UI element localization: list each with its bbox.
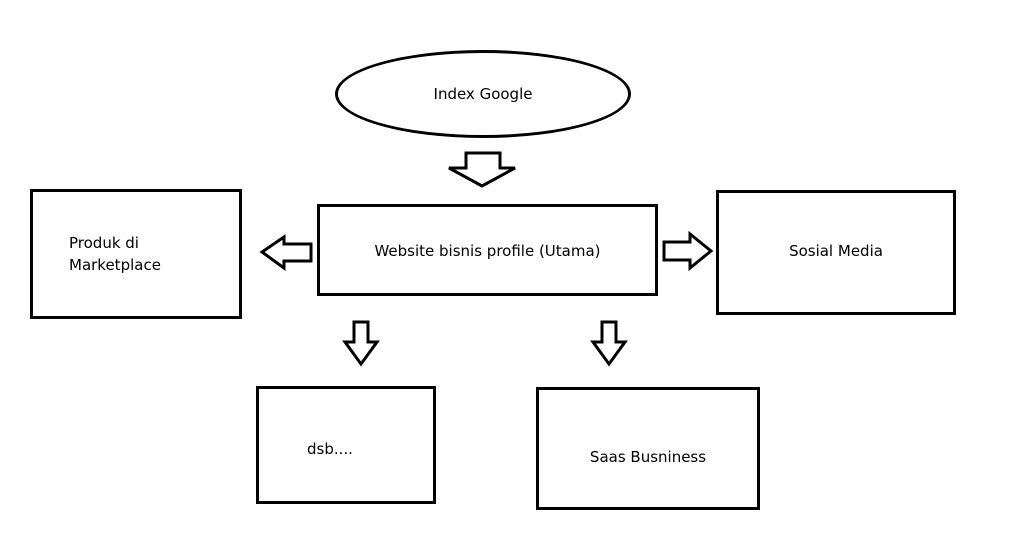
arrow-website-to-social-media <box>662 230 714 272</box>
node-index-google-label: Index Google <box>433 85 533 103</box>
node-saas: Saas Busniness <box>536 387 760 510</box>
node-dsb-label: dsb.... <box>307 440 353 458</box>
node-social-media-label: Sosial Media <box>789 242 883 260</box>
node-social-media: Sosial Media <box>716 190 956 315</box>
arrow-website-to-saas <box>590 320 628 367</box>
node-marketplace: Produk di Marketplace <box>30 189 242 319</box>
node-website-main-label: Website bisnis profile (Utama) <box>374 242 601 260</box>
arrow-website-to-dsb <box>342 320 380 367</box>
node-index-google: Index Google <box>335 50 631 138</box>
node-saas-label: Saas Busniness <box>589 448 707 466</box>
node-dsb: dsb.... <box>256 386 436 504</box>
arrow-website-to-marketplace <box>259 234 313 271</box>
node-website-main: Website bisnis profile (Utama) <box>317 204 658 296</box>
node-marketplace-label: Produk di Marketplace <box>69 234 161 274</box>
arrow-google-to-website <box>448 151 516 188</box>
